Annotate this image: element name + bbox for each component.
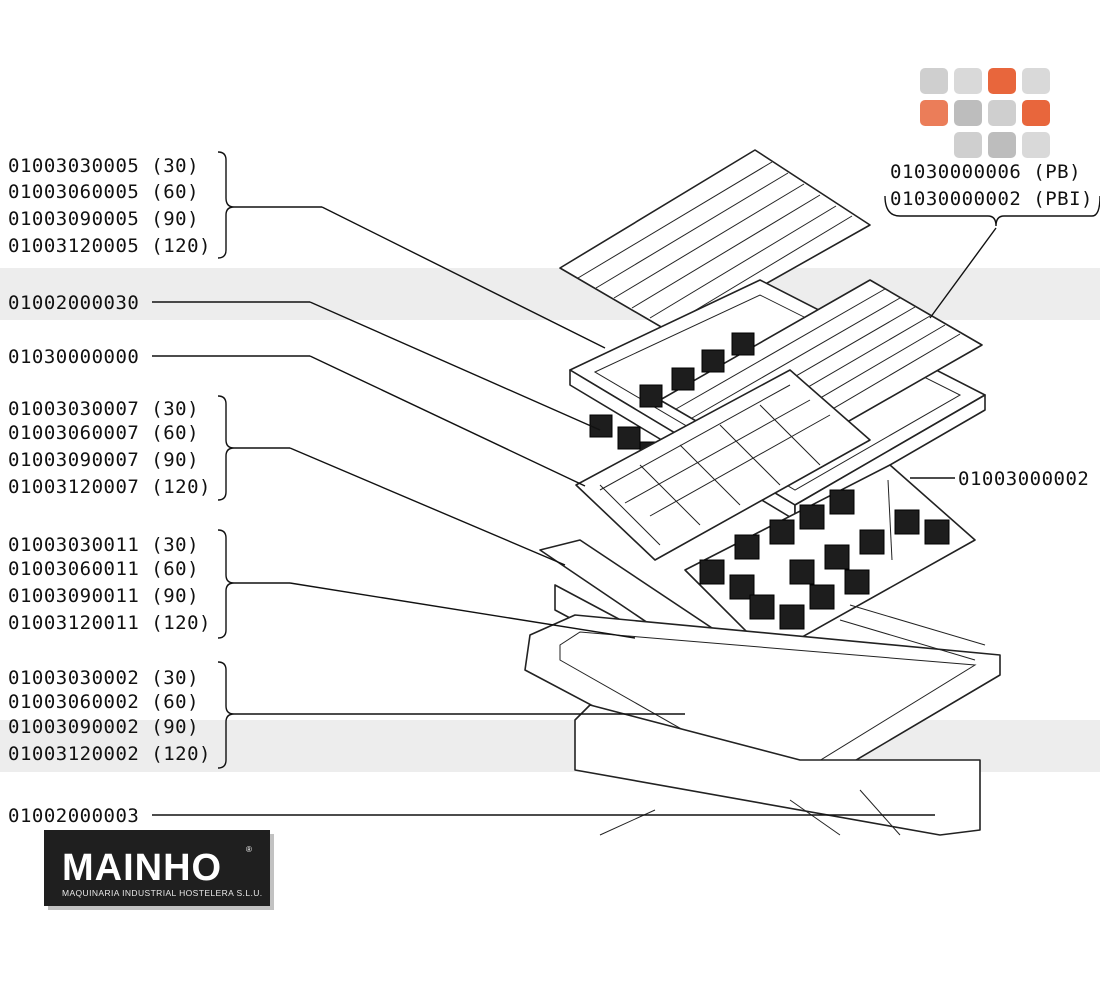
part-label: 01003120002 (120) xyxy=(8,743,211,765)
part-label: 01002000030 xyxy=(8,292,139,314)
part-label: 01003090002 (90) xyxy=(8,716,199,738)
leader-lines xyxy=(152,151,1100,816)
part-label: 01003120011 (120) xyxy=(8,612,211,634)
part-label: 01003120007 (120) xyxy=(8,476,211,498)
part-label: 01003060011 (60) xyxy=(8,558,199,580)
logo-name: MAINHO xyxy=(62,847,222,889)
part-label: 01003000002 xyxy=(958,468,1089,490)
part-label: 01003030005 (30) xyxy=(8,155,199,177)
part-label: 01003120005 (120) xyxy=(8,235,211,257)
part-label: 01003060007 (60) xyxy=(8,422,199,444)
part-label: 01003030011 (30) xyxy=(8,534,199,556)
logo-tagline: MAQUINARIA INDUSTRIAL HOSTELERA S.L.U. xyxy=(62,888,263,898)
mainho-grid-icon xyxy=(920,68,1050,158)
part-labels: 01003030005 (30) 01003060005 (60) 010030… xyxy=(8,155,1093,827)
lower-burner-tray xyxy=(684,464,976,656)
mesh-tray xyxy=(575,369,871,561)
part-label: 01003060002 (60) xyxy=(8,691,199,713)
part-label: 01003090011 (90) xyxy=(8,585,199,607)
part-label: 01003060005 (60) xyxy=(8,181,199,203)
part-label: 01003090007 (90) xyxy=(8,449,199,471)
part-label: 01003090005 (90) xyxy=(8,208,199,230)
base-panel xyxy=(574,704,981,836)
part-label: 01030000006 (PB) xyxy=(890,161,1081,183)
part-label: 01030000000 xyxy=(8,346,139,368)
part-label: 01003030002 (30) xyxy=(8,667,199,689)
logo-registered: ® xyxy=(246,845,252,854)
part-label: 01030000002 (PBI) xyxy=(890,188,1093,210)
part-label: 01002000003 xyxy=(8,805,139,827)
drawing xyxy=(152,149,1100,836)
part-label: 01003030007 (30) xyxy=(8,398,199,420)
grill-grate-left xyxy=(559,149,871,336)
mainho-logo: MAINHO ® MAQUINARIA INDUSTRIAL HOSTELERA… xyxy=(44,830,274,910)
base-body xyxy=(524,604,1001,806)
